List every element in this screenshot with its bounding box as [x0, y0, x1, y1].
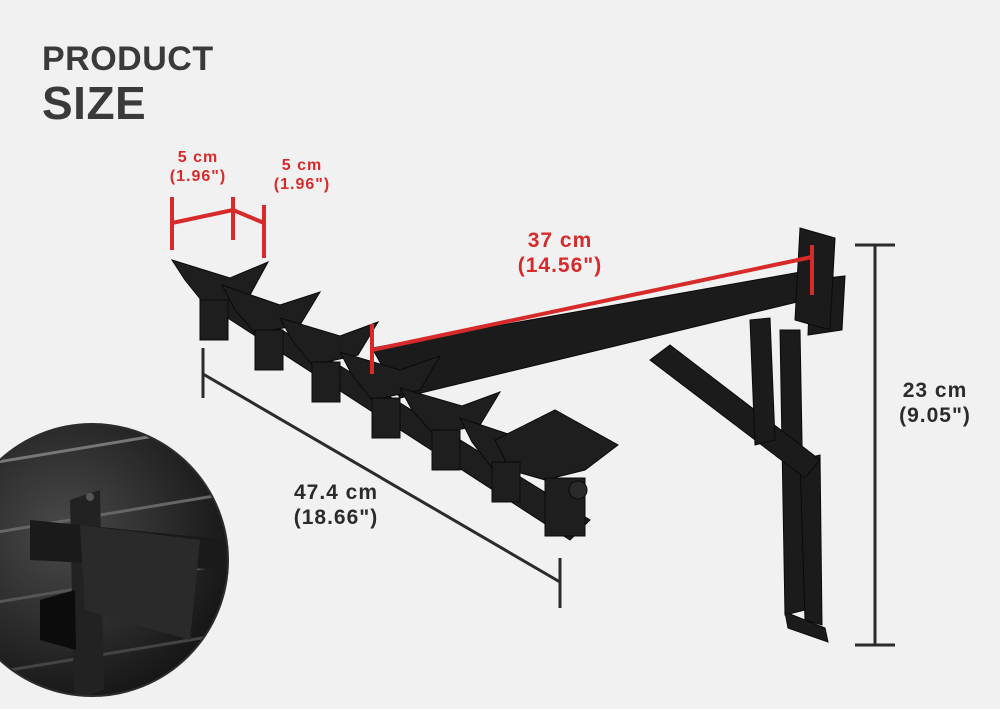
shelf-depth-metric: 47.4 cm	[293, 481, 379, 504]
slot-width-1-imperial: (1.96")	[169, 168, 227, 186]
slot-width-2-metric: 5 cm	[281, 157, 323, 174]
slot-width-2-imperial: (1.96")	[273, 176, 331, 194]
height-metric: 23 cm	[902, 379, 968, 402]
shelf-depth-label: 47.4 cm (18.66")	[276, 480, 396, 530]
heading-line-size: SIZE	[42, 77, 147, 129]
heading-line-product: PRODUCT	[42, 40, 214, 78]
dimension-line-arm-length	[370, 245, 814, 374]
page-heading: PRODUCT SIZE	[42, 40, 214, 128]
inset-closeup-circle	[0, 423, 229, 697]
arm-length-imperial: (14.56")	[517, 254, 603, 278]
bracket-body	[371, 227, 846, 643]
dimension-line-height	[855, 243, 895, 647]
dimension-line-shelf-depth	[201, 348, 562, 608]
arm-length-metric: 37 cm	[527, 229, 593, 252]
dimension-line-slot-width	[170, 197, 266, 258]
waterfall-holders	[170, 259, 619, 541]
slot-width-1-metric: 5 cm	[177, 149, 219, 166]
arm-length-label: 37 cm (14.56")	[495, 228, 625, 278]
shelf-depth-imperial: (18.66")	[293, 506, 379, 530]
height-imperial: (9.05")	[899, 404, 971, 428]
slot-width-label-1: 5 cm (1.96")	[158, 148, 238, 186]
height-label: 23 cm (9.05")	[885, 378, 985, 428]
slot-width-label-2: 5 cm (1.96")	[262, 156, 342, 194]
